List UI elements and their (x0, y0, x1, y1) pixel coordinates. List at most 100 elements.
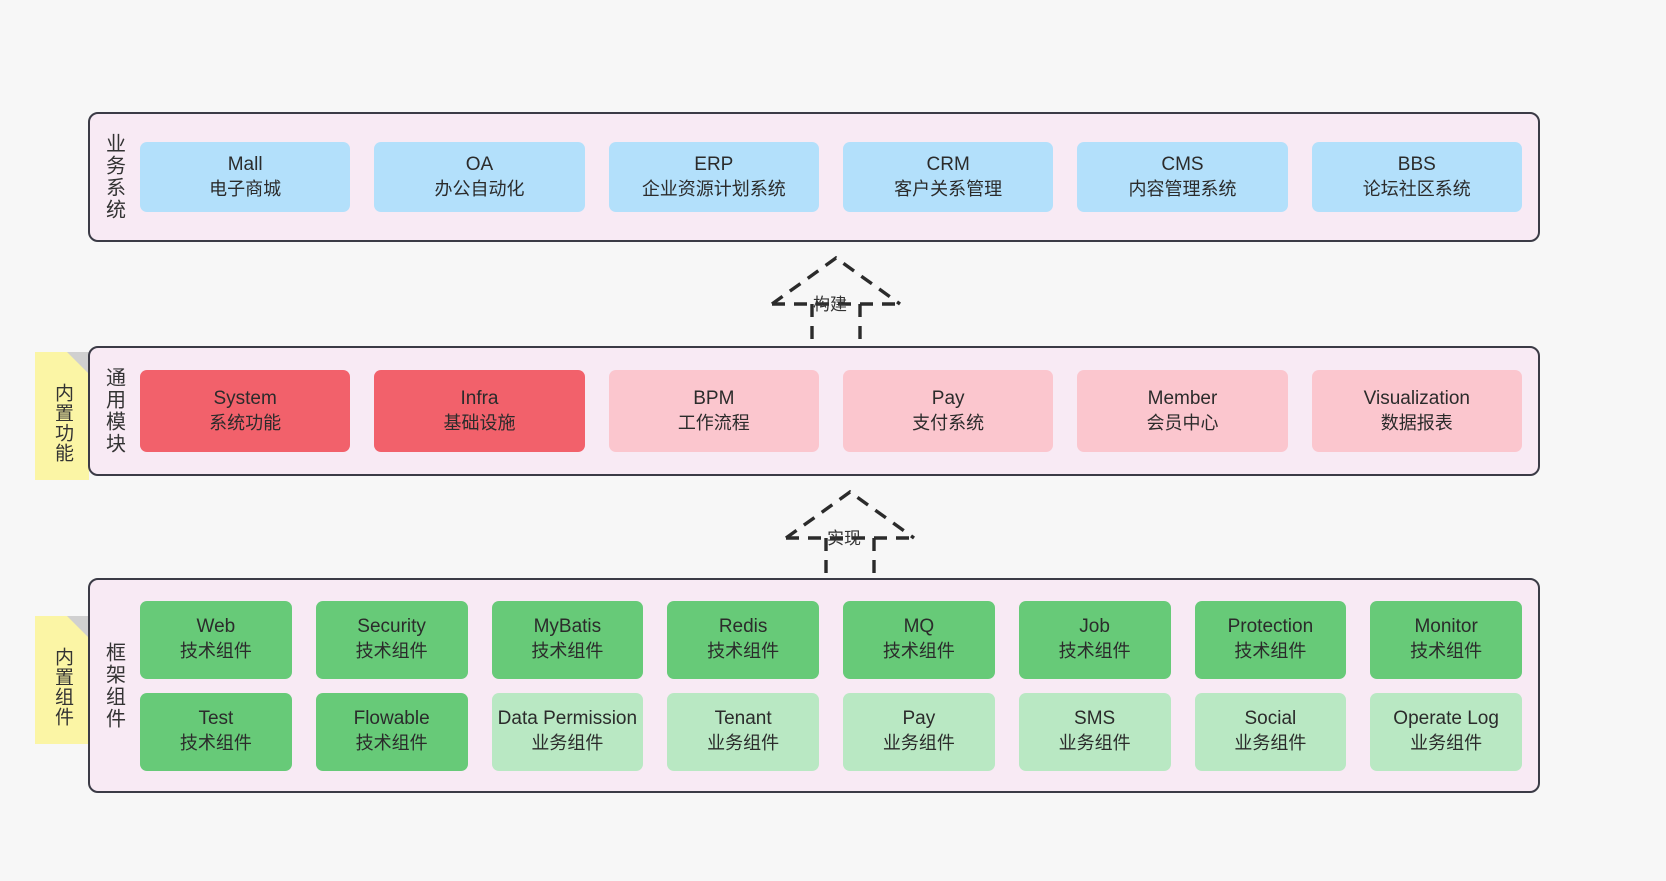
card-subtitle: 技术组件 (355, 733, 428, 754)
card-data-permission[interactable]: Data Permission 业务组件 (491, 692, 644, 771)
card-tenant[interactable]: Tenant 业务组件 (667, 692, 819, 771)
card-subtitle: 技术组件 (707, 641, 780, 662)
card-subtitle: 业务组件 (707, 733, 780, 754)
layer-common-modules: 通用模块 System 系统功能 Infra 基础设施 BPM 工作流程 Pay… (88, 346, 1540, 476)
card-visualization[interactable]: Visualization 数据报表 (1311, 370, 1522, 452)
card-crm[interactable]: CRM 客户关系管理 (842, 142, 1054, 212)
card-subtitle: 业务组件 (1058, 733, 1131, 754)
layer-label-framework: 框架组件 (102, 641, 125, 730)
card-subtitle: 数据报表 (1380, 412, 1453, 433)
card-subtitle: 会员中心 (1146, 412, 1219, 433)
connector-label-implement: 实现 (827, 529, 861, 548)
card-title: MyBatis (533, 616, 602, 638)
card-title: SMS (1074, 708, 1116, 730)
card-subtitle: 论坛社区系统 (1362, 178, 1471, 199)
card-title: Test (198, 708, 234, 730)
card-title: Pay (931, 387, 965, 409)
card-subtitle: 技术组件 (1058, 641, 1131, 662)
card-subtitle: 工作流程 (677, 412, 750, 433)
card-security[interactable]: Security 技术组件 (315, 600, 468, 679)
card-title: OA (465, 153, 494, 175)
card-erp[interactable]: ERP 企业资源计划系统 (608, 142, 819, 212)
card-subtitle: 企业资源计划系统 (641, 178, 786, 199)
card-subtitle: 电子商城 (209, 178, 282, 199)
card-operate-log[interactable]: Operate Log 业务组件 (1370, 692, 1522, 771)
card-subtitle: 客户关系管理 (894, 178, 1003, 199)
card-bpm[interactable]: BPM 工作流程 (608, 370, 819, 452)
layer-body-modules: System 系统功能 Infra 基础设施 BPM 工作流程 Pay 支付系统… (136, 348, 1538, 474)
layer-label-modules: 通用模块 (102, 367, 125, 455)
card-subtitle: 技术组件 (179, 733, 252, 754)
card-subtitle: 办公自动化 (434, 178, 525, 199)
card-title: Operate Log (1393, 708, 1499, 730)
card-sms[interactable]: SMS 业务组件 (1018, 692, 1171, 771)
card-pay-module[interactable]: Pay 支付系统 (842, 370, 1054, 452)
card-title: ERP (694, 153, 734, 175)
card-mybatis[interactable]: MyBatis 技术组件 (491, 600, 644, 679)
card-title: Member (1147, 387, 1218, 409)
card-row: Test 技术组件 Flowable 技术组件 Data Permission … (140, 692, 1522, 771)
card-subtitle: 基础设施 (443, 412, 516, 433)
card-title: Flowable (353, 708, 430, 730)
card-title: Social (1244, 708, 1297, 730)
card-title: CRM (926, 153, 970, 175)
layer-business-systems: 业务系统 Mall 电子商城 OA 办公自动化 ERP 企业资源计划系统 CRM… (88, 112, 1540, 242)
card-title: Web (196, 616, 236, 638)
card-title: CMS (1161, 153, 1204, 175)
card-pay-component[interactable]: Pay 业务组件 (843, 692, 995, 771)
card-social[interactable]: Social 业务组件 (1194, 692, 1347, 771)
card-job[interactable]: Job 技术组件 (1018, 600, 1171, 679)
card-subtitle: 技术组件 (531, 641, 604, 662)
card-subtitle: 技术组件 (179, 641, 252, 662)
card-title: Security (357, 616, 426, 638)
card-cms[interactable]: CMS 内容管理系统 (1077, 142, 1288, 212)
card-row: Mall 电子商城 OA 办公自动化 ERP 企业资源计划系统 CRM 客户关系… (140, 142, 1522, 212)
card-row: Web 技术组件 Security 技术组件 MyBatis 技术组件 Redi… (140, 600, 1522, 679)
connector-label-build: 构建 (813, 295, 847, 314)
card-title: Infra (460, 387, 499, 409)
card-title: Protection (1227, 616, 1314, 638)
card-title: Redis (718, 616, 768, 638)
card-protection[interactable]: Protection 技术组件 (1194, 600, 1347, 679)
card-bbs[interactable]: BBS 论坛社区系统 (1311, 142, 1522, 212)
layer-label-business: 业务系统 (102, 133, 125, 221)
card-row: System 系统功能 Infra 基础设施 BPM 工作流程 Pay 支付系统… (140, 370, 1522, 452)
card-mq[interactable]: MQ 技术组件 (843, 600, 995, 679)
card-subtitle: 技术组件 (1234, 641, 1307, 662)
card-subtitle: 业务组件 (1410, 733, 1483, 754)
note-builtin-components: 内置组件 (35, 616, 89, 744)
card-system[interactable]: System 系统功能 (140, 370, 351, 452)
card-oa[interactable]: OA 办公自动化 (374, 142, 585, 212)
card-title: Mall (227, 153, 263, 175)
card-title: Monitor (1414, 616, 1478, 638)
card-title: Pay (902, 708, 936, 730)
card-monitor[interactable]: Monitor 技术组件 (1370, 600, 1522, 679)
card-title: Visualization (1363, 387, 1470, 409)
card-subtitle: 技术组件 (355, 641, 428, 662)
card-subtitle: 技术组件 (1410, 641, 1483, 662)
card-subtitle: 业务组件 (882, 733, 955, 754)
card-mall[interactable]: Mall 电子商城 (140, 142, 351, 212)
card-subtitle: 业务组件 (531, 733, 604, 754)
card-infra[interactable]: Infra 基础设施 (374, 370, 585, 452)
card-subtitle: 内容管理系统 (1128, 178, 1237, 199)
card-title: Data Permission (497, 708, 638, 730)
note-builtin-functions: 内置功能 (35, 352, 89, 480)
card-title: Job (1079, 616, 1110, 638)
card-web[interactable]: Web 技术组件 (140, 600, 292, 679)
layer-framework-components: 框架组件 Web 技术组件 Security 技术组件 MyBatis 技术组件… (88, 578, 1540, 793)
card-subtitle: 技术组件 (882, 641, 955, 662)
note-label: 内置组件 (52, 647, 73, 727)
card-redis[interactable]: Redis 技术组件 (667, 600, 819, 679)
card-test[interactable]: Test 技术组件 (140, 692, 292, 771)
card-member[interactable]: Member 会员中心 (1077, 370, 1288, 452)
layer-body-business: Mall 电子商城 OA 办公自动化 ERP 企业资源计划系统 CRM 客户关系… (136, 114, 1538, 240)
card-flowable[interactable]: Flowable 技术组件 (315, 692, 468, 771)
card-subtitle: 业务组件 (1234, 733, 1307, 754)
note-label: 内置功能 (52, 383, 73, 463)
card-subtitle: 系统功能 (209, 412, 282, 433)
card-title: System (213, 387, 277, 409)
card-subtitle: 支付系统 (912, 412, 985, 433)
card-title: MQ (903, 616, 935, 638)
